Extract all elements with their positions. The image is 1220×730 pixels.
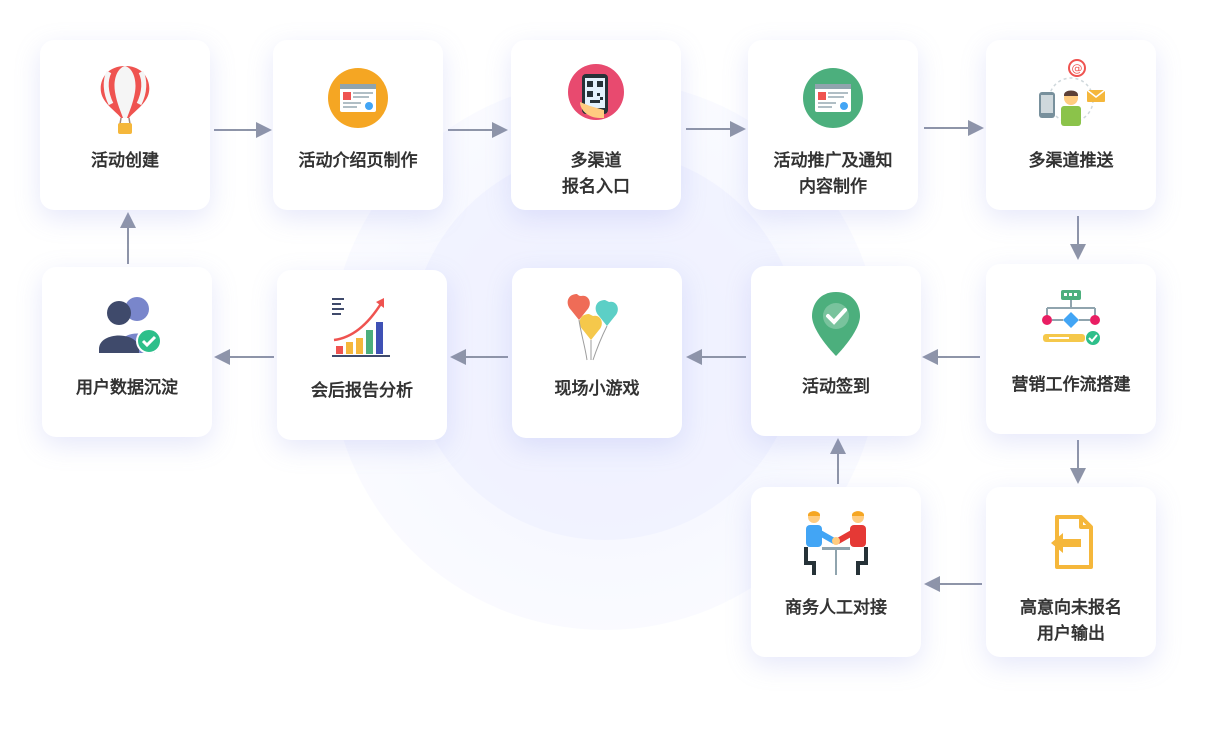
multi-channel-icon: @	[1035, 59, 1107, 134]
step-user-data[interactable]: 用户数据沉淀	[42, 267, 212, 437]
handshake-icon	[800, 509, 872, 581]
workflow-icon	[1035, 286, 1107, 358]
step-multichannel-entry[interactable]: 多渠道 报名入口	[511, 40, 681, 210]
step-label: 多渠道推送	[1028, 151, 1114, 171]
step-label: 会后报告分析	[311, 381, 413, 401]
growth-chart-icon	[326, 292, 398, 364]
step-label: 营销工作流搭建	[1011, 375, 1131, 395]
users-check-icon	[91, 289, 163, 361]
web-page-icon	[322, 62, 394, 134]
export-file-icon	[1035, 509, 1107, 581]
step-checkin[interactable]: 活动签到	[751, 266, 921, 436]
step-multichannel-push[interactable]: @ 多渠道推送	[986, 40, 1156, 210]
step-label: 用户数据沉淀	[76, 378, 178, 398]
content-page-icon	[797, 62, 869, 134]
step-report-analysis[interactable]: 会后报告分析	[277, 270, 447, 440]
step-workflow[interactable]: 营销工作流搭建	[986, 264, 1156, 434]
step-activity-creation[interactable]: 活动创建	[40, 40, 210, 210]
step-high-intent-output[interactable]: 高意向未报名 用户输出	[986, 487, 1156, 657]
step-intro-page[interactable]: 活动介绍页制作	[273, 40, 443, 210]
step-business-contact[interactable]: 商务人工对接	[751, 487, 921, 657]
step-label: 活动签到	[802, 377, 870, 397]
step-label: 现场小游戏	[554, 379, 640, 399]
step-label: 活动推广及通知 内容制作	[773, 151, 893, 197]
step-label: 高意向未报名 用户输出	[1020, 598, 1122, 644]
qr-code-phone-icon	[560, 62, 632, 134]
step-label: 活动介绍页制作	[298, 151, 418, 171]
location-check-icon	[800, 288, 872, 360]
hot-air-balloon-icon	[89, 62, 161, 134]
step-label: 多渠道 报名入口	[562, 151, 630, 197]
step-onsite-game[interactable]: 现场小游戏	[512, 268, 682, 438]
step-label: 活动创建	[91, 151, 159, 171]
balloons-icon	[561, 290, 633, 362]
step-label: 商务人工对接	[785, 598, 887, 618]
svg-text:@: @	[1072, 62, 1083, 75]
step-promotion-content[interactable]: 活动推广及通知 内容制作	[748, 40, 918, 210]
